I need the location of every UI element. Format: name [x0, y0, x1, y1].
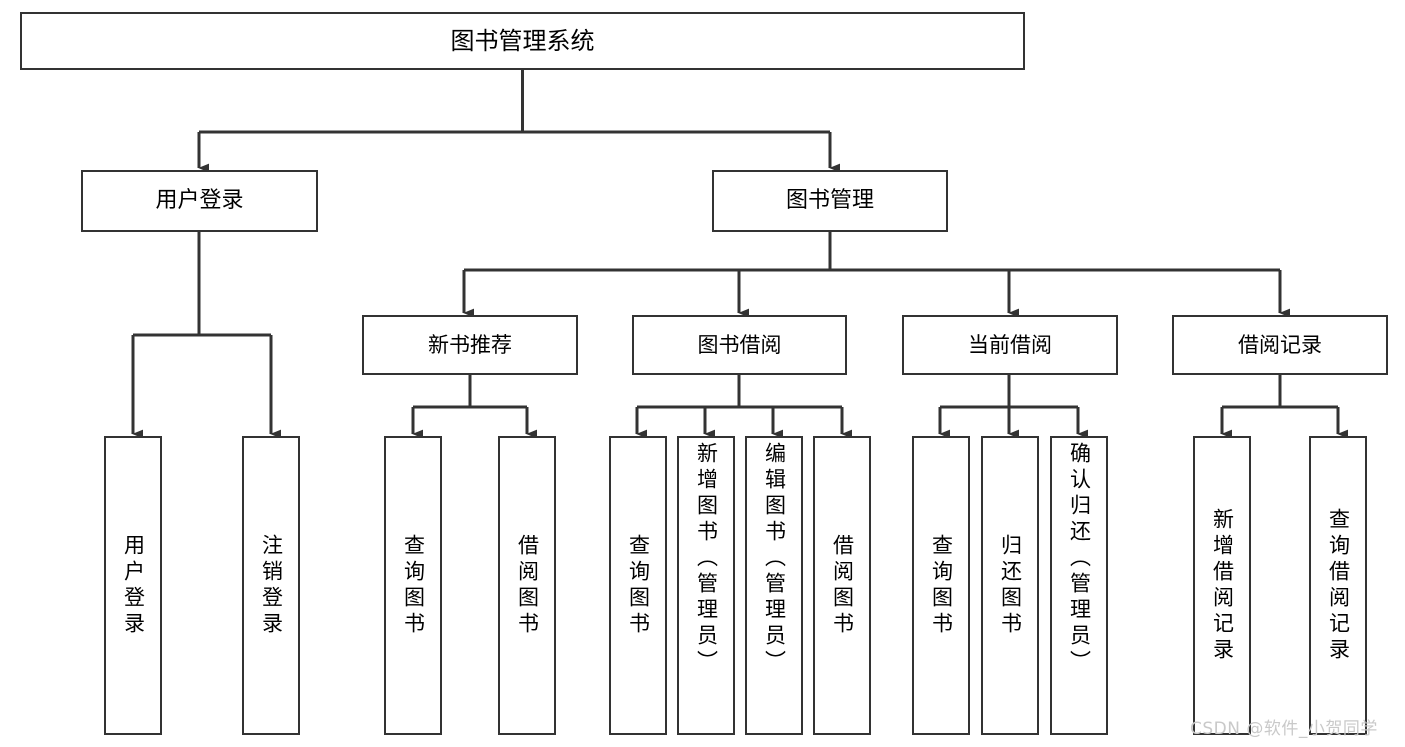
node-leaf-query-record[interactable]: 查询借阅记录	[1309, 436, 1367, 735]
node-borrow-record-label: 借阅记录	[1238, 332, 1322, 357]
node-leaf-query-book-1-label: 查询图书	[401, 533, 426, 638]
node-leaf-user-logout-label: 注销登录	[259, 533, 284, 638]
node-leaf-confirm-return[interactable]: 确认归还（管理员）	[1050, 436, 1108, 735]
node-new-book-recommend[interactable]: 新书推荐	[362, 315, 578, 375]
node-leaf-add-book-label: 新增图书（管理员）	[694, 442, 719, 676]
node-leaf-user-logout[interactable]: 注销登录	[242, 436, 300, 735]
node-current-borrow-label: 当前借阅	[968, 332, 1052, 357]
node-leaf-query-book-1[interactable]: 查询图书	[384, 436, 442, 735]
node-new-book-recommend-label: 新书推荐	[428, 332, 512, 357]
node-book-borrow[interactable]: 图书借阅	[632, 315, 847, 375]
node-borrow-record[interactable]: 借阅记录	[1172, 315, 1388, 375]
node-leaf-borrow-book-1[interactable]: 借阅图书	[498, 436, 556, 735]
node-leaf-user-login-label: 用户登录	[121, 533, 146, 638]
node-user-login-label: 用户登录	[155, 188, 244, 214]
node-leaf-edit-book-label: 编辑图书（管理员）	[762, 442, 787, 676]
node-book-management-label: 图书管理	[785, 188, 874, 214]
node-current-borrow[interactable]: 当前借阅	[902, 315, 1118, 375]
csdn-watermark-text: CSDN @软件_小贺同学	[1190, 719, 1378, 739]
csdn-watermark: CSDN @软件_小贺同学	[1190, 714, 1378, 739]
node-book-borrow-label: 图书借阅	[697, 332, 782, 357]
node-root-label: 图书管理系统	[450, 26, 595, 55]
node-leaf-add-record[interactable]: 新增借阅记录	[1193, 436, 1251, 735]
node-leaf-borrow-book-2[interactable]: 借阅图书	[813, 436, 871, 735]
node-leaf-query-book-3-label: 查询图书	[929, 533, 954, 638]
node-leaf-add-record-label: 新增借阅记录	[1210, 507, 1235, 664]
node-user-login[interactable]: 用户登录	[81, 170, 318, 232]
node-leaf-query-record-label: 查询借阅记录	[1326, 507, 1351, 664]
node-leaf-borrow-book-1-label: 借阅图书	[515, 533, 540, 638]
node-leaf-query-book-2-label: 查询图书	[626, 533, 651, 638]
node-leaf-return-book-label: 归还图书	[998, 533, 1023, 638]
node-leaf-query-book-3[interactable]: 查询图书	[912, 436, 970, 735]
node-leaf-return-book[interactable]: 归还图书	[981, 436, 1039, 735]
node-leaf-edit-book[interactable]: 编辑图书（管理员）	[745, 436, 803, 735]
node-root-book-management-system[interactable]: 图书管理系统	[20, 12, 1025, 70]
node-leaf-query-book-2[interactable]: 查询图书	[609, 436, 667, 735]
node-leaf-user-login[interactable]: 用户登录	[104, 436, 162, 735]
node-leaf-confirm-return-label: 确认归还（管理员）	[1067, 442, 1092, 676]
node-book-management[interactable]: 图书管理	[712, 170, 948, 232]
node-leaf-borrow-book-2-label: 借阅图书	[830, 533, 855, 638]
node-leaf-add-book[interactable]: 新增图书（管理员）	[677, 436, 735, 735]
